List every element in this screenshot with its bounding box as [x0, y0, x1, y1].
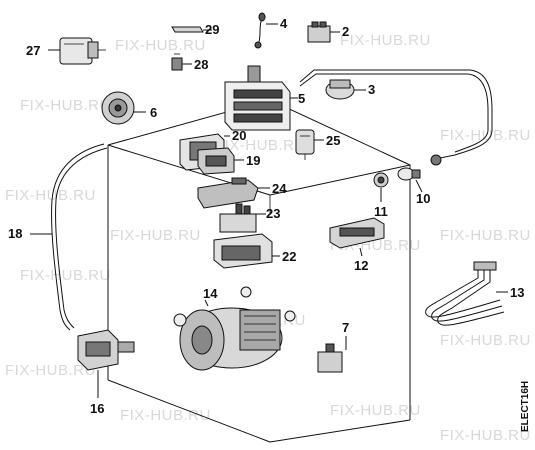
part-10-lamp[interactable]: [397, 167, 423, 193]
watermark: FIX-HUB.RU: [5, 187, 96, 204]
part-13-heating-element[interactable]: [425, 261, 508, 326]
part-18-hose[interactable]: [30, 143, 108, 331]
watermark: FIX-HUB.RU: [440, 127, 531, 144]
callout-27: 27: [26, 43, 40, 58]
part-12-switch-block[interactable]: [329, 217, 385, 257]
callout-14: 14: [203, 286, 218, 301]
callout-5: 5: [298, 91, 305, 106]
part-29-bracket[interactable]: [171, 26, 212, 33]
watermark: FIX-HUB.RU: [440, 427, 531, 444]
callout-3: 3: [368, 82, 375, 97]
watermark-layer: FIX-HUB.RU FIX-HUB.RU FIX-HUB.RU FIX-HUB…: [5, 32, 531, 444]
watermark: FIX-HUB.RU: [110, 227, 201, 244]
watermark: FIX-HUB.RU: [20, 267, 111, 284]
part-27-timer[interactable]: [48, 37, 106, 65]
part-16-valve[interactable]: [77, 329, 135, 398]
callout-19: 19: [246, 153, 260, 168]
callout-20: 20: [232, 128, 246, 143]
watermark: FIX-HUB.RU: [215, 137, 306, 154]
cabinet-outline: [107, 99, 411, 443]
part-7-solenoid[interactable]: [317, 336, 347, 373]
callout-11: 11: [374, 204, 388, 219]
callout-16: 16: [90, 401, 104, 416]
part-4-lamp-wire[interactable]: [254, 12, 278, 49]
watermark: FIX-HUB.RU: [120, 407, 211, 424]
part-24-cover[interactable]: [197, 177, 270, 209]
part-28-connector[interactable]: [171, 53, 192, 71]
part-11-knob[interactable]: [373, 172, 389, 202]
callout-25: 25: [326, 133, 340, 148]
part-5-programme-selector[interactable]: [224, 65, 298, 131]
watermark: FIX-HUB.RU: [440, 227, 531, 244]
watermark: FIX-HUB.RU: [5, 362, 96, 379]
callout-28: 28: [194, 57, 208, 72]
part-2-relay[interactable]: [307, 21, 340, 43]
watermark: FIX-HUB.RU: [330, 402, 421, 419]
watermark: FIX-HUB.RU: [20, 97, 111, 114]
callout-labels: 29 4 2 27 28 3 5 6 20 25 19 24 10 11 23 …: [8, 16, 524, 416]
callout-6: 6: [150, 105, 157, 120]
callout-10: 10: [416, 191, 430, 206]
callout-12: 12: [354, 258, 368, 273]
callout-23: 23: [266, 206, 280, 221]
watermark: FIX-HUB.RU: [115, 37, 206, 54]
callout-4: 4: [280, 16, 288, 31]
diagram-code: ELECT16H: [520, 381, 531, 432]
part-25-capacitor[interactable]: [295, 129, 324, 160]
part-6-disc[interactable]: [101, 91, 146, 125]
watermark: FIX-HUB.RU: [440, 332, 531, 349]
callout-18: 18: [8, 226, 22, 241]
callout-2: 2: [342, 24, 349, 39]
part-19-module[interactable]: [197, 147, 244, 175]
callout-24: 24: [272, 181, 287, 196]
callout-22: 22: [282, 249, 296, 264]
watermark: FIX-HUB.RU: [340, 32, 431, 49]
callout-29: 29: [205, 22, 219, 37]
part-23-filter[interactable]: [219, 203, 266, 233]
callout-13: 13: [510, 285, 524, 300]
part-22-door-lock[interactable]: [213, 233, 280, 269]
callout-7: 7: [342, 320, 349, 335]
part-14-motor[interactable]: [173, 286, 296, 371]
part-3-pressure-switch[interactable]: [299, 69, 493, 166]
